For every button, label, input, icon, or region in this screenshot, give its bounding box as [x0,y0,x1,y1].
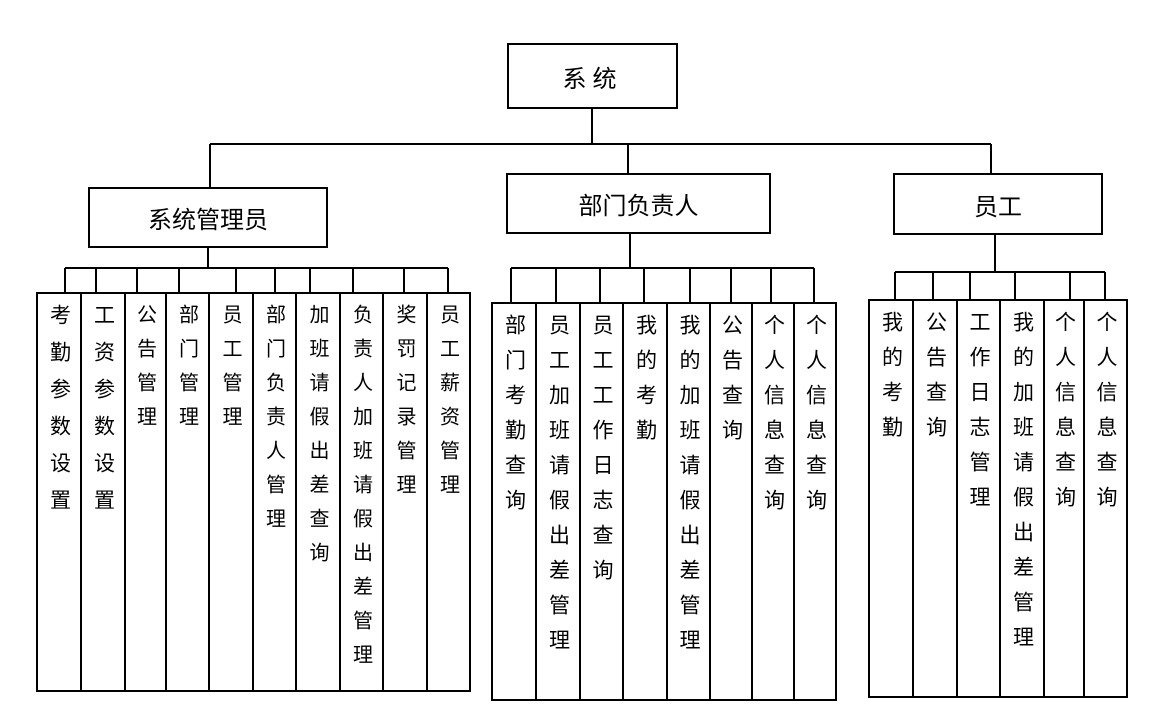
leaf-node: 负责人加班请假出差管理 [339,292,384,692]
leaf-node-label: 部门负责人管理 [262,304,287,542]
role-node-label: 部门负责人 [578,192,699,220]
leaf-node: 部门负责人管理 [252,292,297,692]
leaf-node-label: 个人信息查询 [1052,311,1077,521]
leaf-node-label: 负责人加班请假出差管理 [349,304,374,678]
leaf-node-label: 工作日志管理 [967,311,991,521]
role-node-admin: 系统管理员 [88,187,328,248]
leaf-node: 员工薪资管理 [426,292,471,692]
leaf-node: 我的考勤 [868,299,914,698]
leaf-node: 部门管理 [165,292,210,692]
root-node-label: 系统 [562,64,623,93]
leaf-node-label: 我的考勤 [633,314,658,454]
leaf-node-label: 员工加班请假出差管理 [546,314,571,664]
role-node-manager: 部门负责人 [506,173,771,234]
leaf-node: 公告管理 [124,292,167,692]
leaf-node: 个人信息查询 [751,302,795,701]
leaf-node-label: 员工工作日志查询 [590,314,614,594]
leaf-node: 员工加班请假出差管理 [535,302,581,701]
leaf-node: 我的考勤 [622,302,668,701]
leaf-node-label: 员工薪资管理 [436,304,461,508]
leaf-node: 工作日志管理 [956,299,1001,698]
role-node-label: 员工 [974,192,1022,221]
leaf-node: 员工管理 [208,292,254,692]
leaf-node-label: 我的考勤 [879,311,904,451]
leaf-node-label: 个人信息查询 [1094,311,1118,521]
leaf-node-label: 部门管理 [175,304,200,440]
leaf-node-label: 考勤参数设置 [47,304,72,526]
leaf-node-label: 个人信息查询 [803,314,828,524]
leaf-node: 个人信息查询 [793,302,837,701]
leaf-node: 公告查询 [912,299,958,698]
leaf-node: 加班请假出差查询 [295,292,341,692]
role-node-employee: 员工 [893,173,1103,235]
role-node-label: 系统管理员 [148,206,268,234]
root-node: 系统 [507,43,678,109]
leaf-node-label: 我的加班请假出差管理 [1010,311,1035,661]
leaf-node: 考勤参数设置 [36,292,82,692]
leaf-node-label: 公告查询 [719,314,744,454]
leaf-node-label: 工资参数设置 [91,304,116,526]
leaf-node: 奖罚记录管理 [382,292,428,692]
leaf-node-label: 加班请假出差查询 [306,304,330,576]
leaf-node: 我的加班请假出差管理 [666,302,711,701]
leaf-node-label: 个人信息查询 [761,314,786,524]
leaf-node: 个人信息查询 [1083,299,1128,698]
leaf-node-label: 奖罚记录管理 [393,304,417,508]
leaf-node: 员工工作日志查询 [579,302,624,701]
leaf-node-label: 员工管理 [219,304,243,440]
leaf-node: 部门考勤查询 [491,302,537,701]
leaf-node: 工资参数设置 [80,292,126,692]
leaf-node-label: 我的加班请假出差管理 [677,314,701,664]
leaf-node: 个人信息查询 [1043,299,1085,698]
leaf-node-label: 部门考勤查询 [502,314,527,524]
leaf-node: 公告查询 [709,302,753,701]
leaf-node-label: 公告查询 [923,311,948,451]
leaf-node: 我的加班请假出差管理 [999,299,1045,698]
leaf-node-label: 公告管理 [133,304,158,440]
